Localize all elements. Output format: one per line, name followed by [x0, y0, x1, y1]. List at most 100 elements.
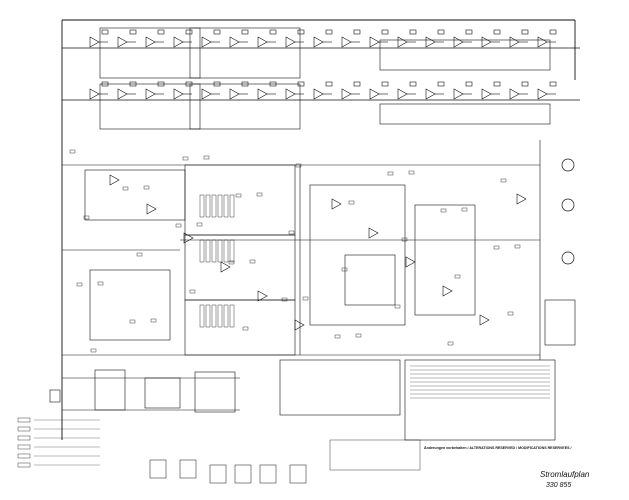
- block: [437, 29, 445, 35]
- component-symbol: [122, 186, 129, 191]
- drawing-number: 330 855: [546, 482, 572, 489]
- eq-block: [84, 169, 186, 221]
- eq-block: [184, 164, 296, 236]
- component-symbol: [196, 222, 203, 227]
- op-amp-symbol: [229, 88, 240, 100]
- component-symbol: [401, 237, 408, 242]
- legend-symbol: [17, 462, 31, 468]
- block: [465, 81, 473, 87]
- filter-block: [189, 27, 301, 79]
- component-symbol: [348, 200, 355, 205]
- slider-symbol: [217, 304, 223, 328]
- op-amp-symbol: [397, 36, 408, 48]
- notes-table: [404, 359, 556, 441]
- component-symbol: [408, 170, 415, 175]
- slider-symbol: [205, 239, 211, 263]
- transformer-symbol: [94, 369, 126, 411]
- package-symbol: [179, 459, 197, 479]
- component-symbol: [461, 207, 468, 212]
- op-amp-symbol: [285, 36, 296, 48]
- component-symbol: [493, 245, 500, 250]
- op-amp-symbol: [201, 88, 212, 100]
- block: [353, 81, 361, 87]
- legend-symbol: [17, 444, 31, 450]
- legend-symbol: [17, 435, 31, 441]
- slider-symbol: [211, 304, 217, 328]
- op-amp-symbol: [183, 232, 194, 244]
- block: [493, 81, 501, 87]
- component-symbol: [189, 289, 196, 294]
- op-amp-symbol: [537, 88, 548, 100]
- op-amp-symbol: [257, 88, 268, 100]
- alterations-notice: Änderungen vorbehalten / ALTERATIONS RES…: [424, 446, 572, 450]
- block: [465, 29, 473, 35]
- package-symbol: [259, 464, 277, 484]
- output-block: [379, 39, 551, 71]
- op-amp-symbol: [537, 36, 548, 48]
- op-amp-symbol: [405, 256, 416, 268]
- component-symbol: [175, 223, 182, 228]
- slider-symbol: [199, 194, 205, 218]
- block: [353, 29, 361, 35]
- block: [493, 29, 501, 35]
- op-amp-symbol: [117, 88, 128, 100]
- block: [521, 81, 529, 87]
- slider-symbol: [205, 194, 211, 218]
- component-symbol: [76, 282, 83, 287]
- op-amp-symbol: [89, 36, 100, 48]
- connector-symbol: [561, 198, 575, 212]
- output-block: [379, 103, 551, 125]
- op-amp-symbol: [509, 88, 520, 100]
- op-amp-symbol: [481, 36, 492, 48]
- op-amp-symbol: [146, 203, 157, 215]
- block: [325, 29, 333, 35]
- op-amp-symbol: [145, 88, 156, 100]
- slider-symbol: [211, 194, 217, 218]
- slider-symbol: [229, 194, 235, 218]
- package-symbol: [209, 464, 227, 484]
- slider-symbol: [217, 239, 223, 263]
- component-symbol: [129, 319, 136, 324]
- block: [381, 81, 389, 87]
- package-symbol: [234, 464, 252, 484]
- component-symbol: [295, 163, 302, 168]
- component-symbol: [143, 185, 150, 190]
- component-symbol: [440, 208, 447, 213]
- slider-symbol: [205, 304, 211, 328]
- filter-block: [99, 83, 201, 130]
- block: [549, 29, 557, 35]
- op-amp-symbol: [516, 193, 527, 205]
- component-symbol: [500, 178, 507, 183]
- component-symbol: [228, 260, 235, 265]
- op-amp-symbol: [479, 314, 490, 326]
- component-symbol: [69, 149, 76, 154]
- op-amp-symbol: [442, 285, 453, 297]
- driver-block: [414, 204, 476, 316]
- component-symbol: [281, 297, 288, 302]
- block: [185, 29, 193, 35]
- op-amp-symbol: [453, 36, 464, 48]
- block: [129, 29, 137, 35]
- op-amp-symbol: [229, 36, 240, 48]
- regulator-block: [194, 371, 236, 413]
- slider-symbol: [199, 304, 205, 328]
- component-symbol: [355, 333, 362, 338]
- slider-symbol: [223, 304, 229, 328]
- component-symbol: [242, 326, 249, 331]
- component-symbol: [507, 311, 514, 316]
- component-symbol: [387, 171, 394, 176]
- component-symbol: [334, 334, 341, 339]
- op-amp-symbol: [369, 88, 380, 100]
- component-symbol: [203, 155, 210, 160]
- block: [381, 29, 389, 35]
- block: [101, 29, 109, 35]
- slider-symbol: [211, 239, 217, 263]
- op-amp-symbol: [220, 261, 231, 273]
- component-symbol: [97, 281, 104, 286]
- component-symbol: [447, 341, 454, 346]
- legend-symbol: [17, 453, 31, 459]
- mains-input: [49, 389, 61, 403]
- op-amp-symbol: [109, 174, 120, 186]
- block: [157, 29, 165, 35]
